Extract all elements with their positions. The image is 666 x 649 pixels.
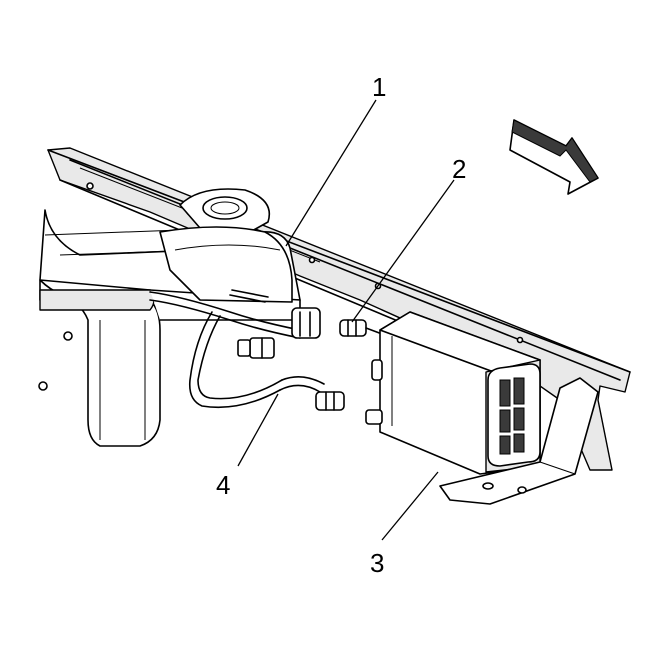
callout-1: 1: [372, 72, 386, 102]
callout-2: 2: [452, 154, 466, 184]
leader-line-1: [285, 99, 377, 247]
fuel-tank: [38, 209, 301, 447]
hose-connector-2: [339, 319, 383, 337]
leader-line-2: [351, 179, 455, 323]
leader-lines: [237, 99, 455, 541]
leader-line-4: [237, 393, 279, 467]
callout-3: 3: [370, 548, 384, 578]
hose-connector-4: [315, 391, 345, 411]
fuel-lines: [149, 289, 325, 409]
cross-member: [179, 188, 270, 233]
callout-4: 4: [216, 470, 230, 500]
canister-bracket: [439, 377, 599, 505]
front-direction-arrow-icon: [509, 119, 599, 195]
evap-canister: [365, 311, 541, 475]
vent-connector: [237, 307, 321, 359]
leader-line-3: [381, 471, 439, 541]
